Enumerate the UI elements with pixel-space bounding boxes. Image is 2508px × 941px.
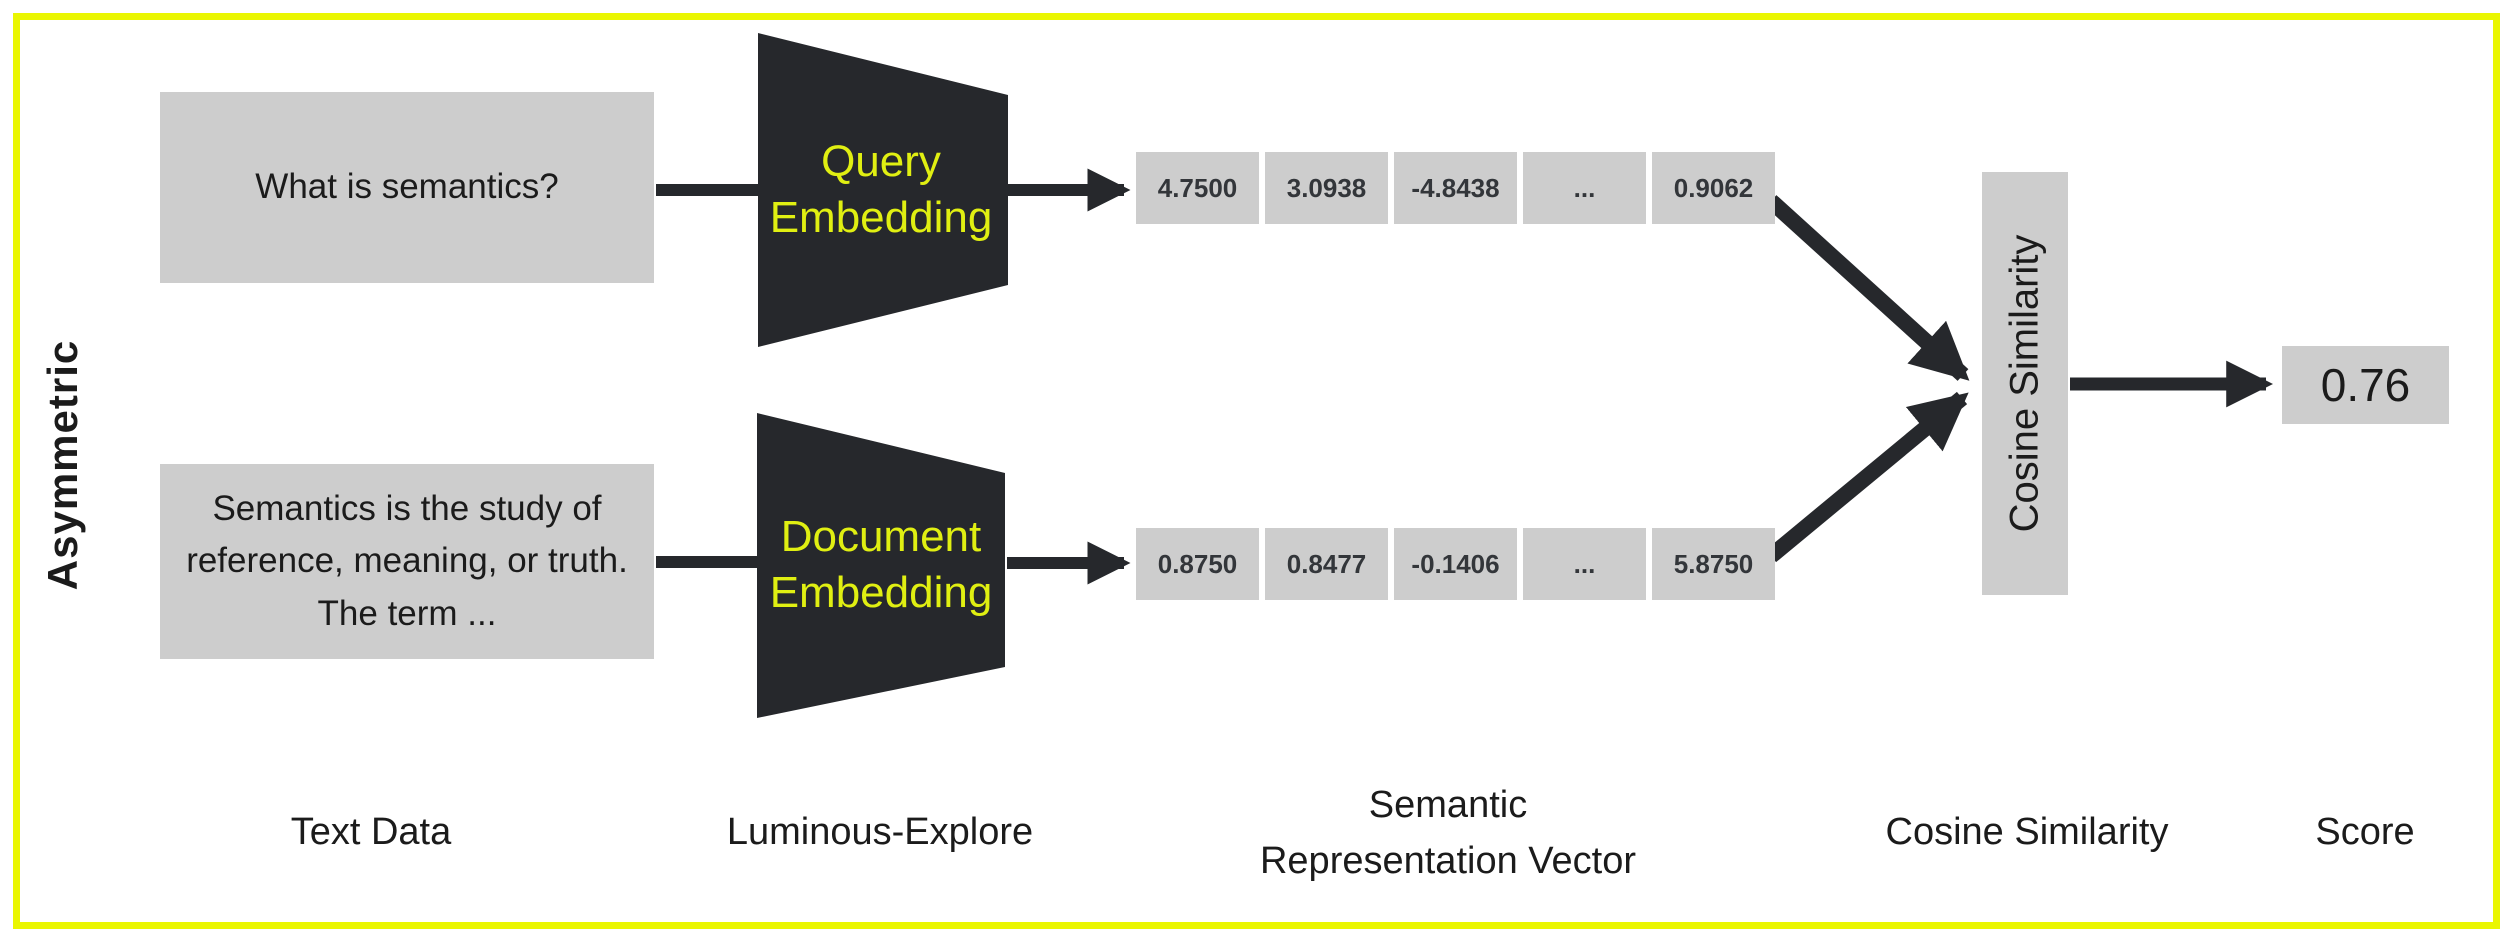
query-text: What is semantics? — [255, 167, 559, 207]
cosine-similarity-box: Cosine Similarity — [1982, 172, 2068, 595]
document-vector-to-similarity-arrow — [1765, 391, 1969, 563]
asymmetric-side-label: Asymmetric — [39, 339, 86, 591]
score-box: 0.76 — [2282, 346, 2449, 424]
document-encoder-line2: Embedding — [769, 568, 993, 617]
footer-label-semantic-representation-vector: Semantic Representation Vector — [1198, 777, 1698, 889]
cosine-similarity-box-label: Cosine Similarity — [2002, 234, 2047, 533]
footer-vector-line1: Semantic — [1368, 784, 1528, 826]
query-encoder-trapezoid — [758, 33, 1008, 347]
document-text-box: Semantics is the study of reference, mea… — [160, 464, 654, 659]
document-encoder-label: Document Embedding — [751, 509, 1011, 621]
document-vector-cell: 0.8477 — [1265, 528, 1388, 600]
footer-vector-line2: Representation Vector — [1259, 840, 1636, 882]
query-vector-row: 4.7500 3.0938 -4.8438 ... 0.9062 — [1136, 152, 1775, 224]
query-encoder-line2: Embedding — [769, 193, 993, 242]
score-value: 0.76 — [2320, 359, 2411, 411]
query-vector-cell: 3.0938 — [1265, 152, 1388, 224]
document-encoder-line1: Document — [780, 512, 982, 561]
footer-label-luminous-explore: Luminous-Explore — [726, 811, 1034, 853]
query-encoder-label: Query Embedding — [751, 134, 1011, 246]
document-vector-cell: 5.8750 — [1652, 528, 1775, 600]
document-text: Semantics is the study of reference, mea… — [186, 488, 628, 633]
query-vector-cell: -4.8438 — [1394, 152, 1517, 224]
query-vector-cell: 4.7500 — [1136, 152, 1259, 224]
document-vector-cell: -0.1406 — [1394, 528, 1517, 600]
footer-label-score: Score — [2315, 811, 2415, 853]
document-vector-cell-ellipsis: ... — [1523, 528, 1646, 600]
document-encoder-trapezoid — [757, 413, 1005, 718]
footer-label-cosine-similarity: Cosine Similarity — [1885, 811, 2169, 853]
query-vector-to-similarity-arrow — [1765, 195, 1970, 381]
document-vector-row: 0.8750 0.8477 -0.1406 ... 5.8750 — [1136, 528, 1775, 600]
query-encoder-line1: Query — [821, 137, 941, 186]
document-vector-cell: 0.8750 — [1136, 528, 1259, 600]
query-vector-cell-ellipsis: ... — [1523, 152, 1646, 224]
query-vector-cell: 0.9062 — [1652, 152, 1775, 224]
footer-label-text-data: Text Data — [290, 811, 452, 853]
query-text-box: What is semantics? — [160, 92, 654, 283]
